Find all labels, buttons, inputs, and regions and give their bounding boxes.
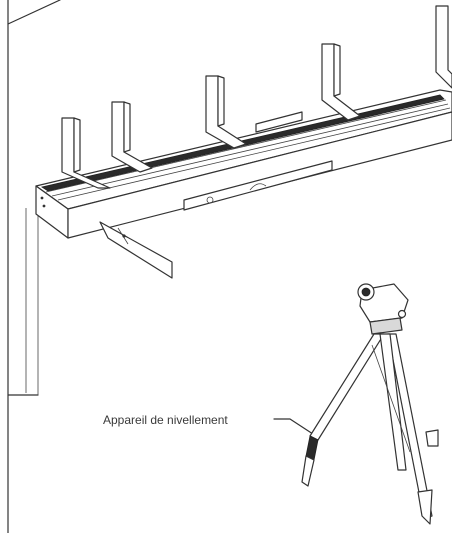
room-outline (7, 0, 61, 534)
callout-label-leveling-instrument: Appareil de nivellement (103, 413, 228, 427)
leveling-instrument-icon (357, 283, 409, 335)
support-beam-illustration (35, 5, 452, 279)
callout-leader (273, 418, 317, 437)
tripod-illustration (301, 333, 439, 525)
